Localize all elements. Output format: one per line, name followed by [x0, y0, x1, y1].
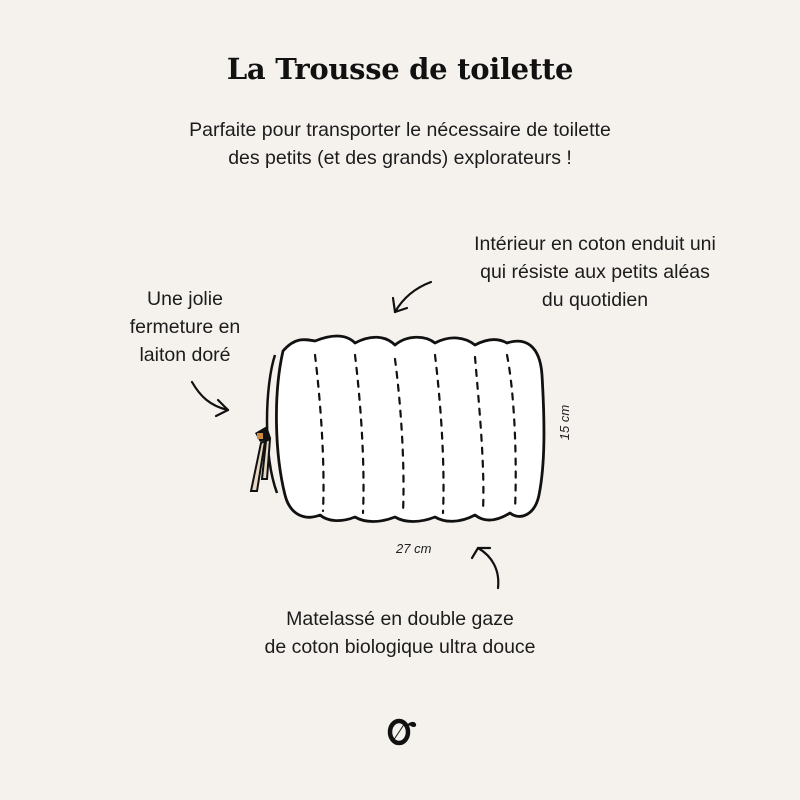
- interior-note: Intérieur en coton enduit uni qui résist…: [420, 230, 770, 314]
- subtitle-line: des petits (et des grands) explorateurs …: [228, 147, 572, 169]
- zipper-note-line: laiton doré: [139, 344, 231, 366]
- zipper-note: Une jolie fermeture en laiton doré: [110, 285, 260, 369]
- interior-note-line: qui résiste aux petits aléas: [480, 261, 710, 283]
- interior-note-line: du quotidien: [541, 289, 649, 311]
- height-dimension: 15 cm: [557, 404, 573, 441]
- page-title: La Trousse de toilette: [226, 52, 574, 86]
- interior-note-line: Intérieur en coton enduit uni: [474, 233, 716, 255]
- arrow-down-left-icon: [391, 280, 433, 314]
- quilting-note-line: de coton biologique ultra douce: [264, 636, 536, 658]
- toiletry-bag-illustration: [249, 334, 546, 523]
- zipper-note-line: Une jolie: [147, 288, 223, 310]
- subtitle-line: Parfaite pour transporter le nécessaire …: [189, 119, 611, 141]
- quilting-note-line: Matelassé en double gaze: [286, 608, 514, 630]
- brand-monogram-icon: [387, 718, 417, 746]
- arrow-down-right-icon: [190, 380, 230, 418]
- subtitle: Parfaite pour transporter le nécessaire …: [0, 116, 800, 172]
- arrow-up-left-icon: [470, 546, 500, 590]
- zipper-pull: [249, 426, 272, 492]
- zipper-note-line: fermeture en: [129, 316, 241, 338]
- quilting-note: Matelassé en double gaze de coton biolog…: [200, 605, 600, 661]
- width-dimension: 27 cm: [396, 541, 432, 556]
